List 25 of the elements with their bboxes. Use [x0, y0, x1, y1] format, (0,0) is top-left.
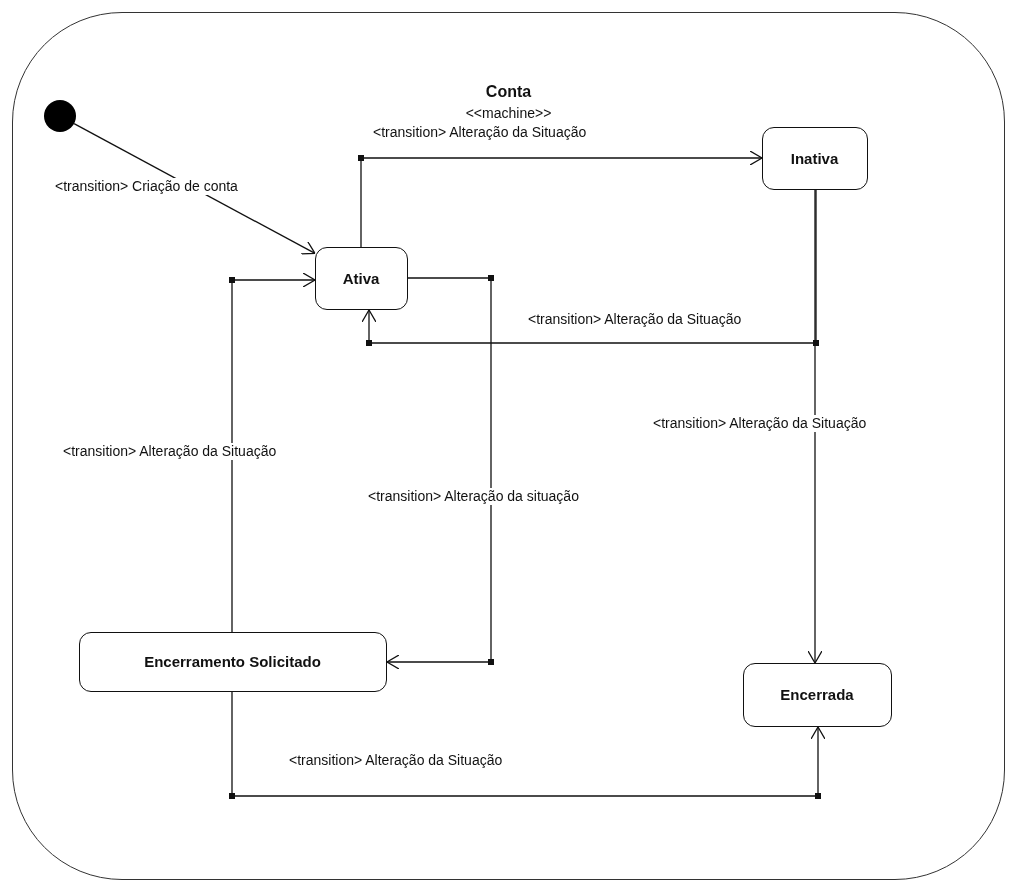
transition-arrow	[386, 275, 494, 669]
state-name: Encerrada	[780, 686, 854, 703]
state-box	[742, 662, 892, 727]
edge-label: <transition> Alteração da Situação	[288, 752, 504, 769]
state-box	[314, 246, 408, 310]
machine-title: Conta	[485, 83, 532, 101]
initial-state-dot	[43, 99, 76, 132]
edge-label: <transition> Alteração da Situação	[62, 443, 278, 460]
state-name: Ativa	[342, 269, 380, 287]
edge-label: <transition> Alteração da Situação	[652, 415, 868, 432]
state-name: Inativa	[790, 149, 839, 167]
transition-arrow	[807, 189, 823, 664]
edge-label: <transition> Criação de conta	[54, 178, 239, 195]
state-name: Encerramento Solicitado	[144, 653, 321, 670]
transition-arrow	[358, 151, 763, 248]
state-box	[761, 126, 868, 190]
edge-label: <transition> Alteração da Situação	[372, 124, 588, 141]
state-machine-frame	[12, 12, 1005, 880]
transition-arrow	[229, 273, 316, 633]
transition-arrow	[362, 189, 819, 346]
transition-arrow	[229, 691, 825, 799]
state-box	[78, 631, 387, 692]
edge-label: <transition> Alteração da situação	[367, 488, 580, 505]
stereotype-label: <<machine>>	[465, 105, 552, 121]
edge-label: <transition> Alteração da Situação	[527, 311, 743, 328]
